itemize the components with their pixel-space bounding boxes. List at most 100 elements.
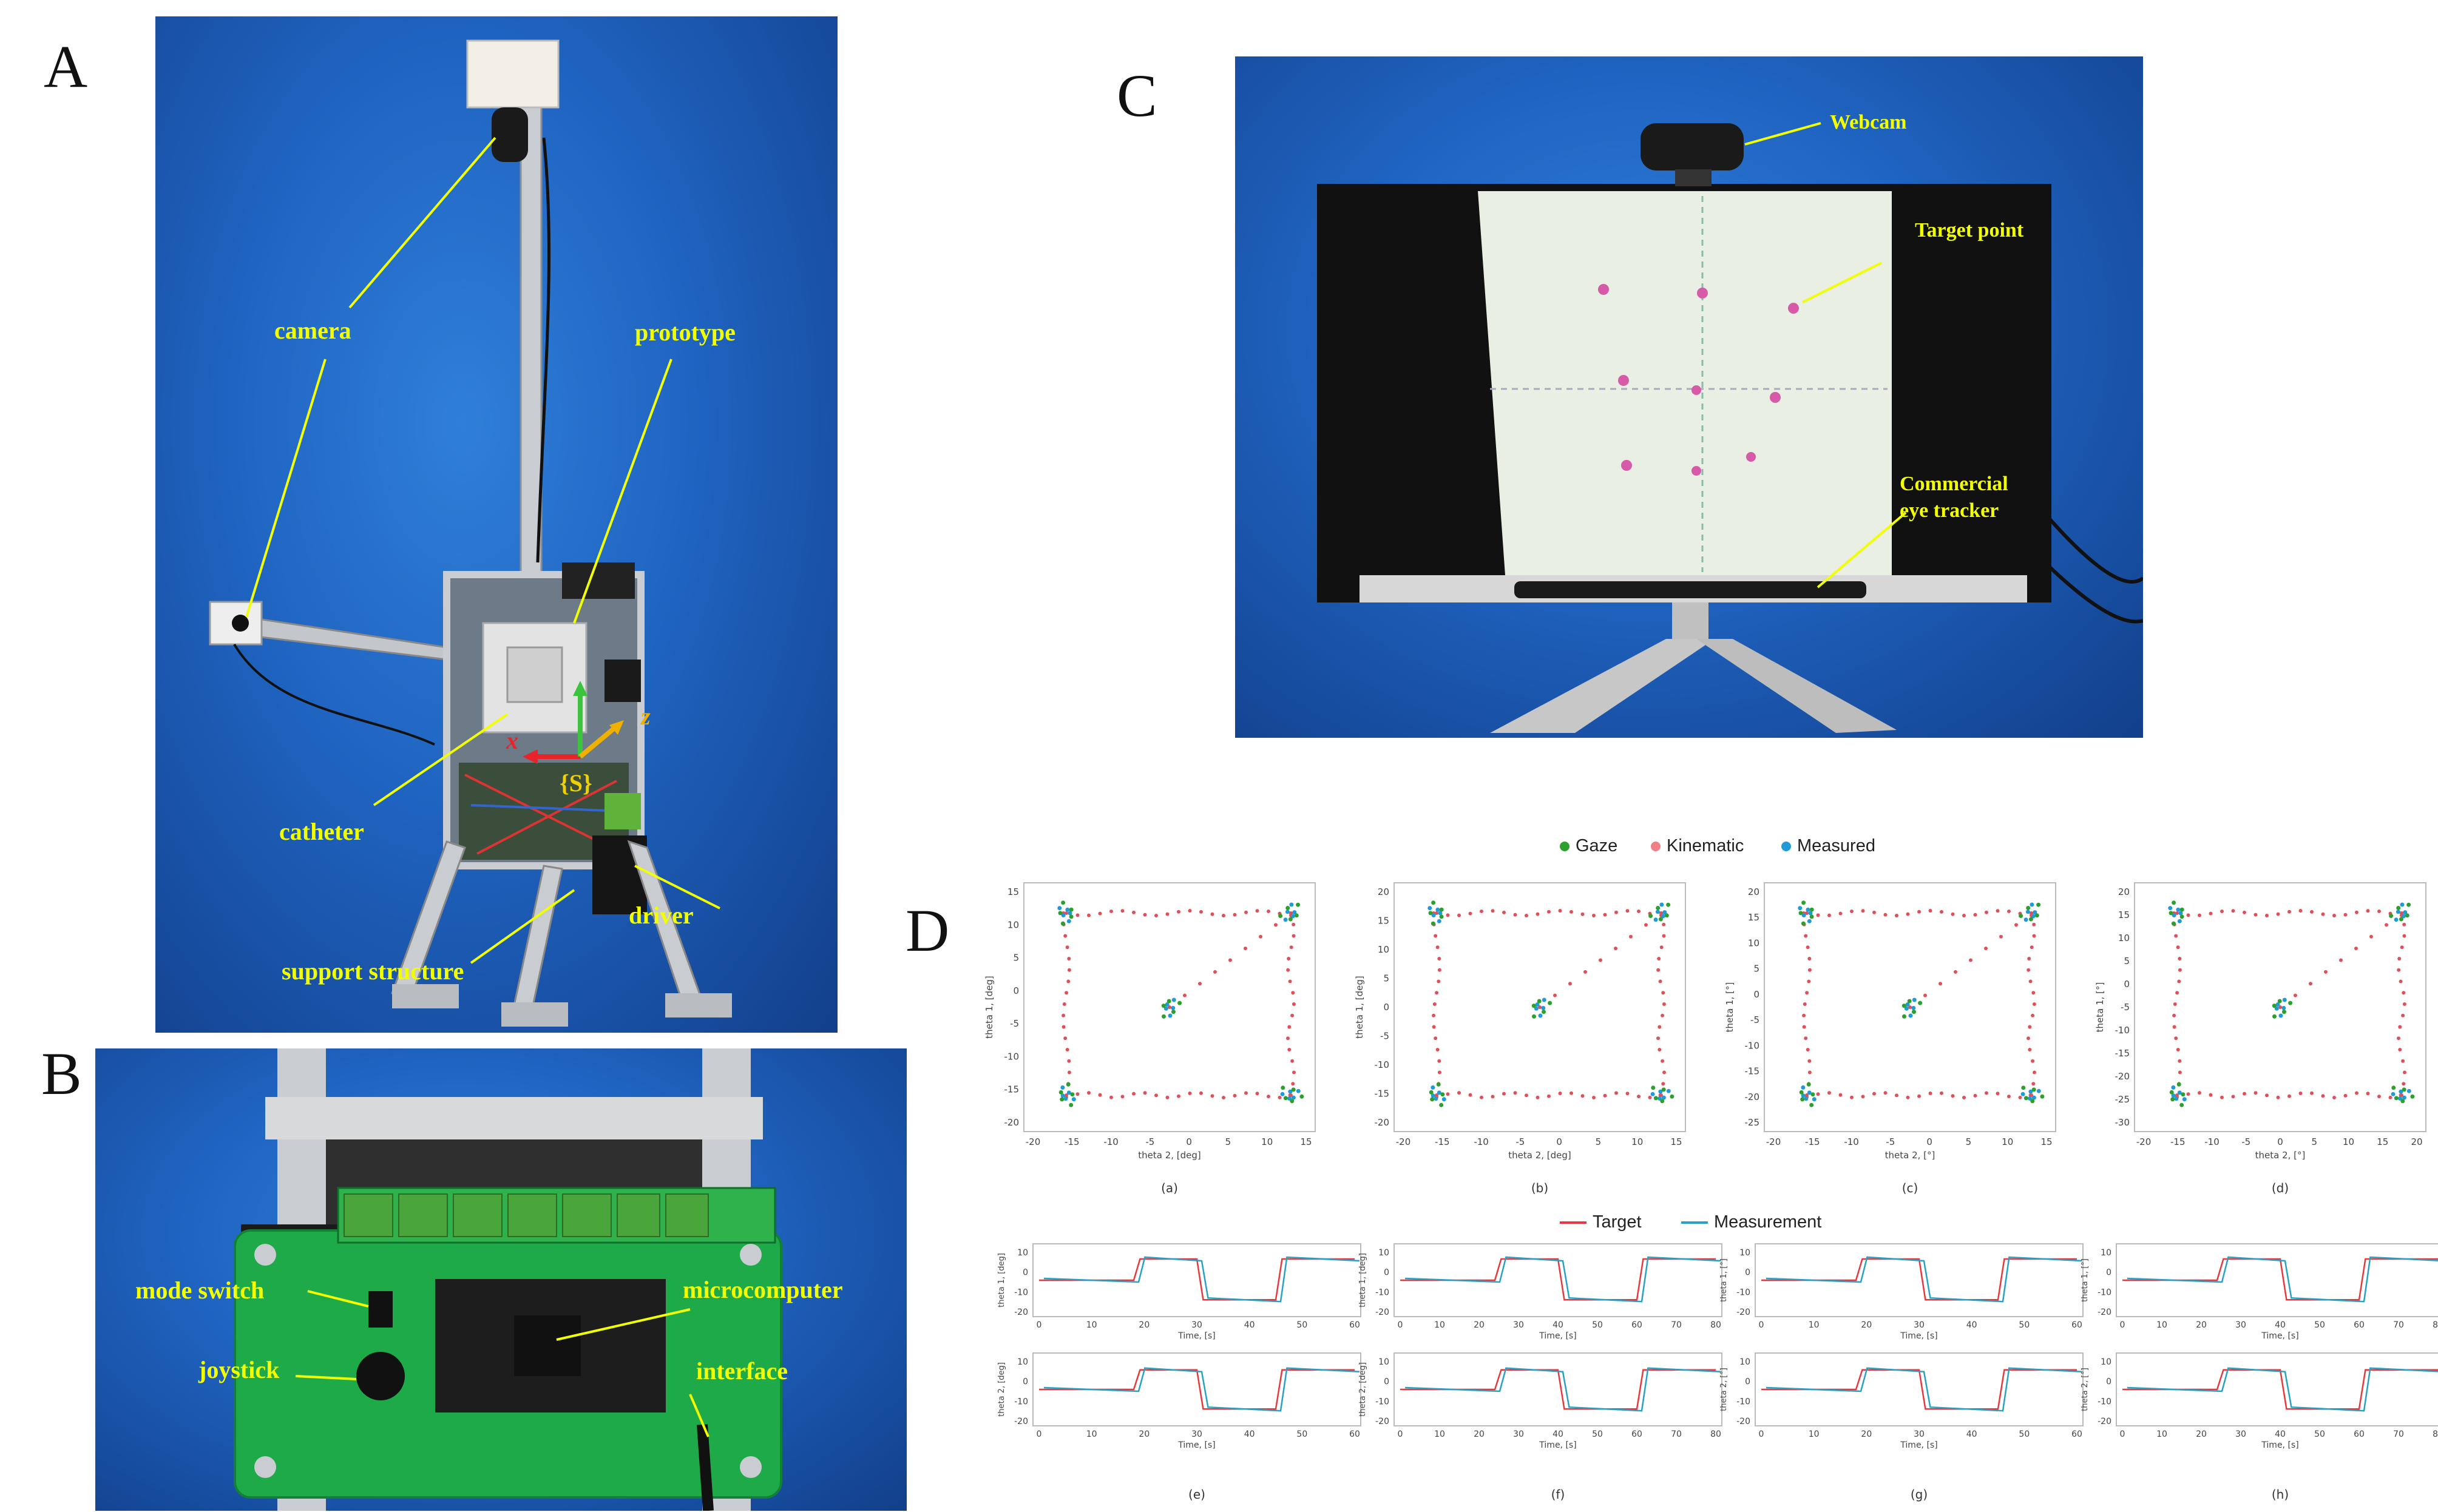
cluster-point (1656, 906, 1661, 910)
x-tick-label: 80 (2433, 1320, 2438, 1330)
cluster-point (1812, 1097, 1817, 1102)
measurement-line (2127, 1367, 2438, 1412)
kinematic-point (1244, 910, 1248, 914)
x-tick-label: 30 (1513, 1320, 1524, 1330)
kinematic-point (1502, 910, 1506, 914)
kinematic-point (2178, 968, 2182, 972)
kinematic-point (1928, 909, 1932, 913)
cluster-point (2403, 910, 2408, 915)
kinematic-point (1580, 1094, 1585, 1098)
x-tick-label: 0 (1556, 1136, 1562, 1147)
kinematic-point (1233, 1093, 1237, 1098)
cluster-point (2272, 1004, 2277, 1008)
x-tick-label: 20 (2411, 1136, 2422, 1147)
control-board-illustration (234, 1048, 782, 1511)
plot-caption: (d) (2272, 1181, 2289, 1195)
kinematic-point (1644, 923, 1648, 927)
kinematic-point (2198, 1091, 2201, 1095)
cluster-point (1437, 1090, 1441, 1095)
cluster-point (2026, 906, 2031, 910)
kinematic-point (1259, 934, 1262, 939)
cluster-point (1659, 902, 1664, 907)
cluster-point (2181, 1092, 2186, 1097)
y-tick-label: 0 (1745, 1377, 1750, 1387)
kinematic-point (2253, 1091, 2258, 1095)
kinematic-point (1807, 979, 1811, 984)
x-tick-label: 30 (1513, 1429, 1524, 1439)
x-tick-label: 10 (2343, 1136, 2354, 1147)
kinematic-point (1075, 1092, 1080, 1096)
plot-frame (1393, 882, 1686, 1132)
y-tick-label: 5 (1013, 953, 1019, 964)
kinematic-point (2265, 914, 2269, 917)
kinematic-point (2377, 1095, 2381, 1099)
y-tick-label: -20 (2098, 1417, 2111, 1426)
y-tick-label: -15 (1004, 1084, 1020, 1095)
kinematic-point (2031, 1059, 2035, 1063)
cluster-point (1658, 1089, 1663, 1094)
cluster-point (1439, 914, 1444, 919)
kinematic-point (2324, 970, 2328, 974)
kinematic-point (2400, 945, 2404, 950)
cluster-point (2401, 914, 2406, 919)
kinematic-point (1592, 914, 1596, 917)
cluster-point (1661, 914, 1665, 919)
y-tick-label: -10 (2098, 1288, 2111, 1297)
x-tick-label: 80 (1710, 1429, 1721, 1439)
kinematic-point (1603, 1093, 1607, 1098)
legend-target-label: Target (1593, 1212, 1642, 1232)
photo-prototype-setup: camera prototype catheter driver support… (155, 16, 838, 1033)
kinematic-point (2018, 1095, 2022, 1099)
x-axis-label: theta 2, [deg] (1138, 1150, 1201, 1161)
kinematic-point (1806, 1048, 1810, 1051)
kinematic-point (1292, 922, 1296, 926)
kinematic-point (2343, 913, 2348, 917)
cluster-point (1912, 1010, 1916, 1014)
kinematic-point (2354, 947, 2358, 951)
kinematic-point (1065, 1048, 1069, 1051)
cluster-point (1280, 1092, 1285, 1096)
measurement-line (1404, 1367, 1721, 1412)
legend-target: Target (1560, 1212, 1642, 1232)
kinematic-point (1804, 1036, 1808, 1041)
cluster-point (1439, 907, 1444, 912)
cluster-point (1662, 910, 1667, 915)
kinematic-point (1637, 910, 1641, 913)
y-tick-label: -10 (1736, 1397, 1750, 1406)
cluster-point (1658, 917, 1663, 922)
kinematic-point (1984, 947, 1988, 951)
measurement-line (1766, 1367, 2082, 1412)
legend-measurement: Measurement (1681, 1212, 1821, 1232)
kinematic-point (1838, 1093, 1843, 1097)
kinematic-point (2310, 910, 2314, 914)
label-joystick: joystick (198, 1356, 280, 1383)
cluster-point (1804, 1096, 1809, 1101)
y-tick-label: 10 (1017, 1248, 1028, 1258)
legend-measured-swatch (1781, 842, 1791, 852)
y-axis-label: theta 2, [°] (2081, 1368, 2090, 1411)
y-tick-label: 15 (1007, 886, 1019, 897)
kinematic-point (1120, 1095, 1125, 1099)
kinematic-point (1996, 909, 2000, 913)
kinematic-point (1109, 1095, 1113, 1099)
cluster-point (2177, 919, 2182, 923)
cluster-point (1435, 907, 1440, 912)
cluster-point (1531, 1004, 1536, 1008)
x-tick-label: 0 (1037, 1429, 1042, 1439)
photo-control-board: mode switch microcomputer joystick inter… (95, 1048, 907, 1511)
kinematic-point (1807, 1070, 1812, 1075)
kinematic-point (1289, 911, 1293, 915)
kinematic-point (1432, 1013, 1436, 1018)
cluster-point (1666, 1088, 1671, 1093)
x-tick-label: 10 (1631, 1136, 1643, 1147)
x-tick-label: 60 (1349, 1320, 1360, 1330)
y-tick-label: -10 (1014, 1397, 1028, 1406)
cluster-point (1285, 906, 1290, 910)
y-tick-label: -5 (1380, 1031, 1389, 1042)
x-tick-label: 10 (1086, 1429, 1097, 1439)
kinematic-point (2278, 1005, 2282, 1009)
kinematic-point (2175, 991, 2179, 995)
